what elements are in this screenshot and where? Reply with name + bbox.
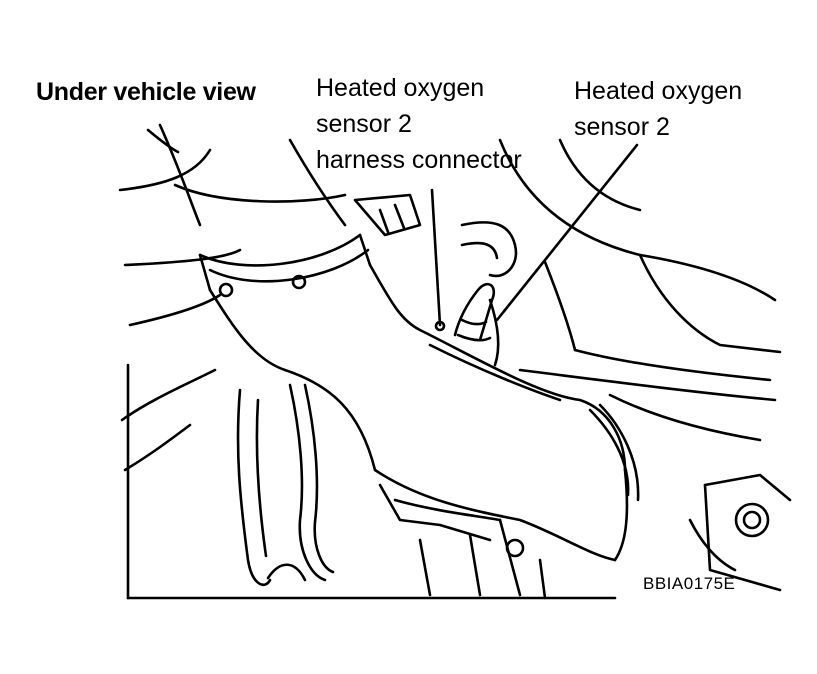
callout-line: Heated oxygen bbox=[574, 77, 743, 105]
floor-panel-outline bbox=[118, 148, 212, 192]
leader-harness-connector bbox=[430, 188, 442, 327]
callout-sensor: Heated oxygen sensor 2 bbox=[574, 73, 742, 145]
exhaust-pipe-upper bbox=[158, 123, 202, 227]
pipe-clamp bbox=[198, 233, 362, 267]
callout-line: harness connector bbox=[316, 146, 522, 174]
connector-bracket bbox=[353, 193, 422, 237]
lower-hose-1 bbox=[236, 388, 272, 586]
callout-harness-connector: Heated oxygen sensor 2 harness connector bbox=[316, 70, 522, 178]
oxygen-sensor bbox=[453, 282, 496, 342]
callout-line: sensor 2 bbox=[574, 113, 670, 141]
figure-code: BBIA0175E bbox=[643, 574, 736, 593]
view-title: Under vehicle view bbox=[36, 78, 256, 106]
exhaust-pipe bbox=[208, 288, 377, 472]
leader-sensor bbox=[495, 143, 639, 322]
callout-line: sensor 2 bbox=[316, 110, 412, 138]
callout-line: Heated oxygen bbox=[316, 74, 485, 102]
bolt bbox=[734, 502, 770, 538]
